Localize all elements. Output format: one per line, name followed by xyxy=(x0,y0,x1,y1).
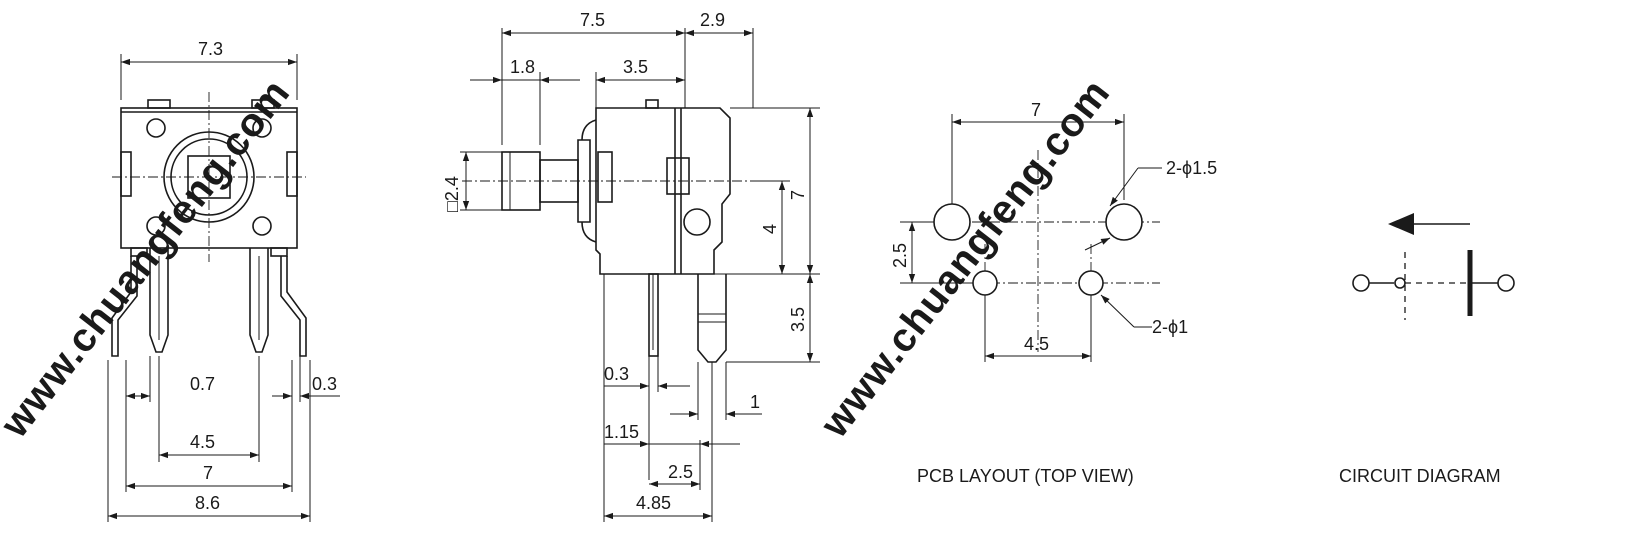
front-view: 7.3 xyxy=(107,39,340,522)
contact-node xyxy=(1394,277,1406,289)
pcb-hole-large-label: 2-ϕ1.5 xyxy=(1166,158,1217,178)
dim-front-outer-pitch: 7 xyxy=(203,463,213,483)
front-inner-pin-right xyxy=(249,248,269,353)
dim-front-inner-pitch: 4.5 xyxy=(190,432,215,452)
dim-side-pin-length: 3.5 xyxy=(788,307,808,332)
dim-side-pin-offset: 1.15 xyxy=(604,422,639,442)
dim-front-pin-width: 0.7 xyxy=(190,374,215,394)
dim-pcb-small-pitch: 4.5 xyxy=(1024,334,1049,354)
pcb-layout: 7 2.5 4.5 2-ϕ1.5 2-ϕ1 PCB LAYOUT (TOP VI… xyxy=(890,100,1217,486)
dim-side-back: 2.9 xyxy=(700,10,725,30)
side-body xyxy=(595,107,731,275)
circuit-diagram: CIRCUIT DIAGRAM xyxy=(1339,213,1515,486)
front-outer-pin-right xyxy=(280,256,307,357)
dim-side-pin-span: 4.85 xyxy=(636,493,671,513)
circuit-caption: CIRCUIT DIAGRAM xyxy=(1339,466,1501,486)
dim-side-body: 3.5 xyxy=(623,57,648,77)
dim-side-pin-thickness: 0.3 xyxy=(604,364,629,384)
pcb-hole-small-left xyxy=(972,270,998,296)
side-pin-wide xyxy=(697,274,727,363)
terminal-left xyxy=(1352,274,1370,292)
dim-side-pin-pitch: 2.5 xyxy=(668,462,693,482)
dim-front-overall: 8.6 xyxy=(195,493,220,513)
pcb-hole-small-right xyxy=(1078,270,1104,296)
actuation-arrow xyxy=(1388,213,1414,235)
front-inner-pin-left xyxy=(149,248,169,353)
terminal-right xyxy=(1497,274,1515,292)
pcb-hole-large-left xyxy=(933,203,971,241)
dim-side-height: 7 xyxy=(788,190,808,200)
dim-side-actuator-square: □2.4 xyxy=(442,176,462,212)
dim-side-pin-width: 1 xyxy=(750,392,760,412)
pcb-hole-small-label: 2-ϕ1 xyxy=(1152,317,1188,337)
watermark-2: www.chuangfeng.com xyxy=(812,71,1119,446)
dim-side-total: 7.5 xyxy=(580,10,605,30)
dim-side-actuator: 1.8 xyxy=(510,57,535,77)
pcb-layout-caption: PCB LAYOUT (TOP VIEW) xyxy=(917,466,1134,486)
front-outer-pin-left xyxy=(111,256,138,357)
dim-pcb-width: 7 xyxy=(1031,100,1041,120)
dim-front-pin-thickness: 0.3 xyxy=(312,374,337,394)
dim-front-width: 7.3 xyxy=(198,39,223,59)
dim-pcb-row-pitch: 2.5 xyxy=(890,243,910,268)
side-body-hole xyxy=(683,208,711,236)
pcb-hole-large-right xyxy=(1105,203,1143,241)
dim-side-center: 4 xyxy=(760,224,780,234)
side-view: 7.5 2.9 1.8 3.5 xyxy=(442,10,820,522)
